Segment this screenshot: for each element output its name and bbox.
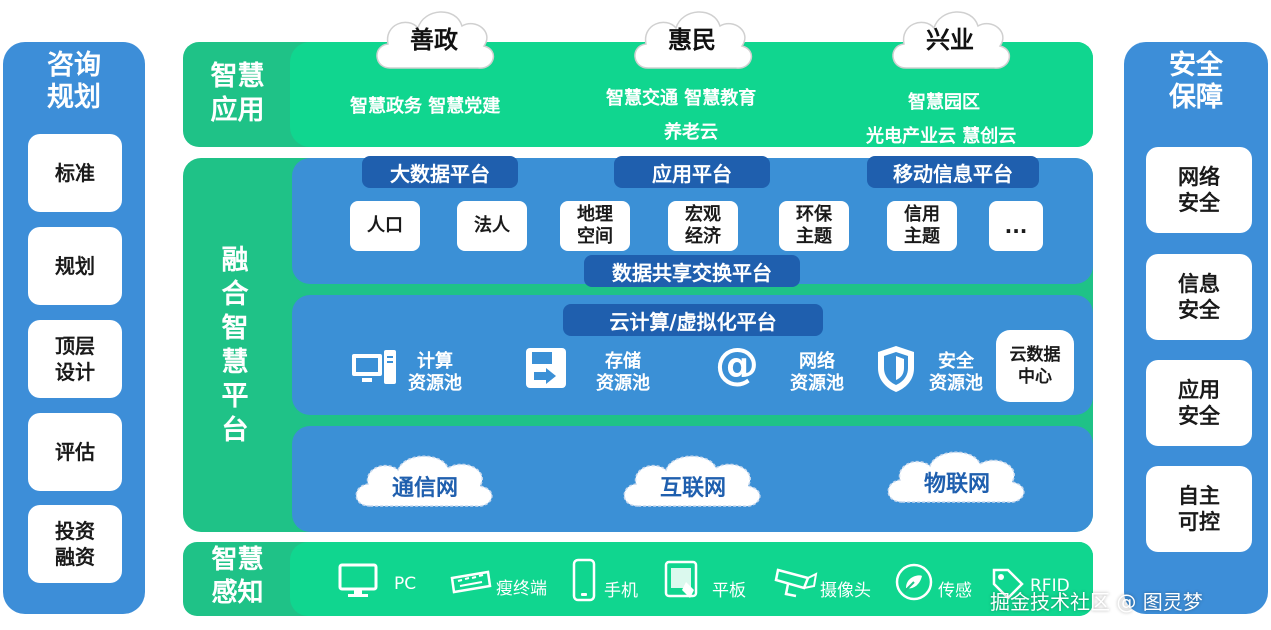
- computer-icon: [352, 350, 396, 384]
- cloud-benefit-people-label: 惠民: [668, 26, 716, 54]
- app-group-government: 智慧政务 智慧党建: [350, 96, 501, 117]
- left-item-toplevel-design: 顶层 设计: [28, 320, 122, 398]
- right-item-info-security: 信息 安全: [1146, 254, 1252, 340]
- monitor-icon: [338, 563, 378, 597]
- app-group-industry-line2: 光电产业云 慧创云: [866, 126, 1017, 147]
- cloud-benefit-people-icon: [634, 11, 753, 69]
- iot-cloud-icon: [887, 451, 1025, 503]
- network-cloud-telecom: 通信网: [350, 450, 500, 512]
- right-column-title: 安全 保障: [1169, 50, 1223, 113]
- data-item-macro-economy: 宏观 经济: [668, 201, 738, 251]
- network-cloud-internet: 互联网: [618, 450, 768, 512]
- keyboard-icon: [450, 570, 492, 594]
- storage-icon: [526, 348, 566, 388]
- bigdata-platform-pill: 大数据平台: [362, 156, 518, 188]
- internet-label: 互联网: [659, 476, 726, 501]
- right-item-autonomous: 自主 可控: [1146, 466, 1252, 552]
- rfid-icon: [992, 568, 1024, 600]
- right-item-app-security: 应用 安全: [1146, 360, 1252, 446]
- camera-icon: [774, 568, 818, 598]
- tablet-icon: [664, 560, 698, 598]
- left-column-title: 咨询 规划: [47, 50, 101, 113]
- data-item-more: ...: [989, 201, 1043, 251]
- perception-layer-inner: [290, 542, 1093, 616]
- device-sensor-label: 传感: [938, 581, 972, 601]
- data-item-population: 人口: [350, 201, 420, 251]
- perception-layer-label: 智慧 感知: [211, 545, 264, 608]
- fusion-platform-label: 融 合 智 慧 平 台: [221, 245, 249, 446]
- device-pc-label: PC: [394, 574, 417, 594]
- cloud-industry-label: 兴业: [926, 26, 974, 54]
- security-pool-label: 安全 资源池: [929, 351, 983, 394]
- device-camera-label: 摄像头: [820, 581, 871, 601]
- watermark: 掘金技术社区 @ 图灵梦: [990, 590, 1203, 614]
- network-cloud-iot: 物联网: [882, 446, 1032, 508]
- cloud-good-governance-label: 善政: [410, 26, 458, 54]
- data-item-legal-person: 法人: [457, 201, 527, 251]
- left-item-evaluation: 评估: [28, 413, 122, 491]
- app-platform-pill: 应用平台: [614, 156, 770, 188]
- cloud-good-governance-icon: [376, 11, 495, 69]
- at-icon: @: [715, 339, 759, 390]
- app-group-industry-line1: 智慧园区: [908, 92, 980, 113]
- mobile-platform-pill: 移动信息平台: [867, 156, 1039, 188]
- device-thin-client-label: 瘦终端: [496, 579, 547, 599]
- phone-icon: [572, 558, 596, 602]
- cloud-industry-icon: [892, 11, 1011, 69]
- telecom-cloud-icon: [355, 455, 493, 507]
- device-rfid-label: RFID: [1030, 576, 1070, 596]
- iot-label: 物联网: [923, 472, 990, 497]
- storage-pool-label: 存储 资源池: [596, 351, 650, 394]
- right-item-network-security: 网络 安全: [1146, 147, 1252, 233]
- cloud-data-center-box: 云数据 中心: [996, 330, 1074, 402]
- device-phone-label: 手机: [604, 581, 638, 601]
- sensor-icon: [895, 563, 933, 601]
- telecom-network-label: 通信网: [391, 476, 458, 501]
- data-item-credit: 信用 主题: [887, 201, 957, 251]
- left-item-standard: 标准: [28, 134, 122, 212]
- app-group-people-line1: 智慧交通 智慧教育: [606, 88, 757, 109]
- data-item-environment: 环保 主题: [779, 201, 849, 251]
- app-layer-label: 智慧 应用: [210, 61, 265, 126]
- network-pool-label: 网络 资源池: [790, 351, 844, 394]
- left-item-planning: 规划: [28, 227, 122, 305]
- cloud-virtualization-pill: 云计算/虚拟化平台: [563, 304, 823, 336]
- shield-icon: [878, 346, 914, 392]
- compute-pool-label: 计算 资源池: [408, 351, 462, 394]
- internet-cloud-icon: [623, 455, 761, 507]
- left-item-investment: 投资 融资: [28, 505, 122, 583]
- data-item-geospatial: 地理 空间: [560, 201, 630, 251]
- app-group-people-line2: 养老云: [664, 122, 718, 143]
- device-tablet-label: 平板: [712, 581, 746, 601]
- data-exchange-pill: 数据共享交换平台: [584, 255, 800, 287]
